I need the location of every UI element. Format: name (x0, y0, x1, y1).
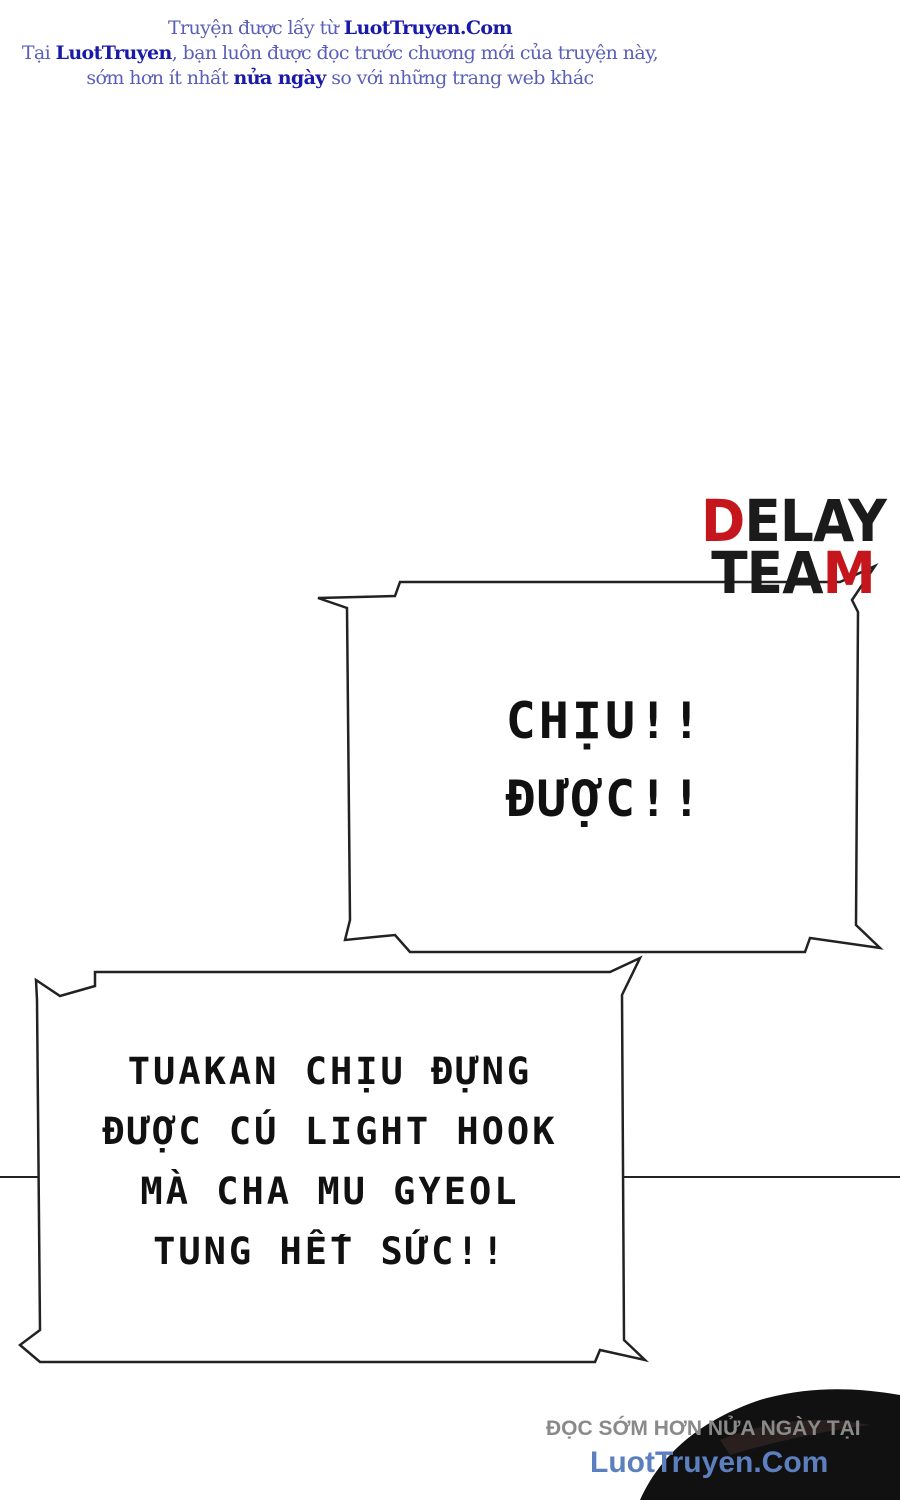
site-link[interactable]: LuotTruyen.Com (343, 17, 513, 39)
credit-text: , bạn luôn được đọc trước chương mới của… (171, 42, 659, 64)
speech-bubble-1-text: CHỊU!! ĐƯỢC!! (440, 682, 770, 838)
dialogue-line: MÀ CHA MU GYEOL (140, 1170, 520, 1213)
dialogue-line: TUNG HẾT SỨC!! (153, 1230, 507, 1273)
speech-bubble-2 (17, 955, 650, 1364)
credit-text: Truyện được lấy từ (167, 17, 344, 39)
dialogue-line: ĐƯỢC!! (505, 770, 705, 828)
credit-text: Tại (21, 42, 56, 64)
dialogue-line: ĐƯỢC CÚ LIGHT HOOK (102, 1110, 558, 1153)
speech-bubble-2-text: TUAKAN CHỊU ĐỰNG ĐƯỢC CÚ LIGHT HOOK MÀ C… (60, 1042, 600, 1282)
credit-text: sớm hơn ít nhất (86, 67, 234, 89)
credit-emphasis: nửa ngày (233, 67, 327, 89)
dialogue-line: TUAKAN CHỊU ĐỰNG (127, 1050, 533, 1093)
character-hair (640, 1389, 900, 1500)
watermark-text: ĐỌC SỚM HƠN NỬA NGÀY TẠI (546, 1417, 861, 1440)
credit-text: so với những trang web khác (325, 67, 594, 89)
hair-highlight (720, 1420, 870, 1455)
scanlation-logo: DELAY TEAM (701, 487, 887, 607)
site-name: LuotTruyen (55, 42, 173, 64)
dialogue-line: CHỊU!! (505, 692, 705, 750)
speech-bubble-1 (317, 563, 884, 954)
source-credit: Truyện được lấy từ LuotTruyen.Com Tại Lu… (0, 16, 680, 91)
watermark-link[interactable]: LuotTruyen.Com (590, 1446, 829, 1479)
